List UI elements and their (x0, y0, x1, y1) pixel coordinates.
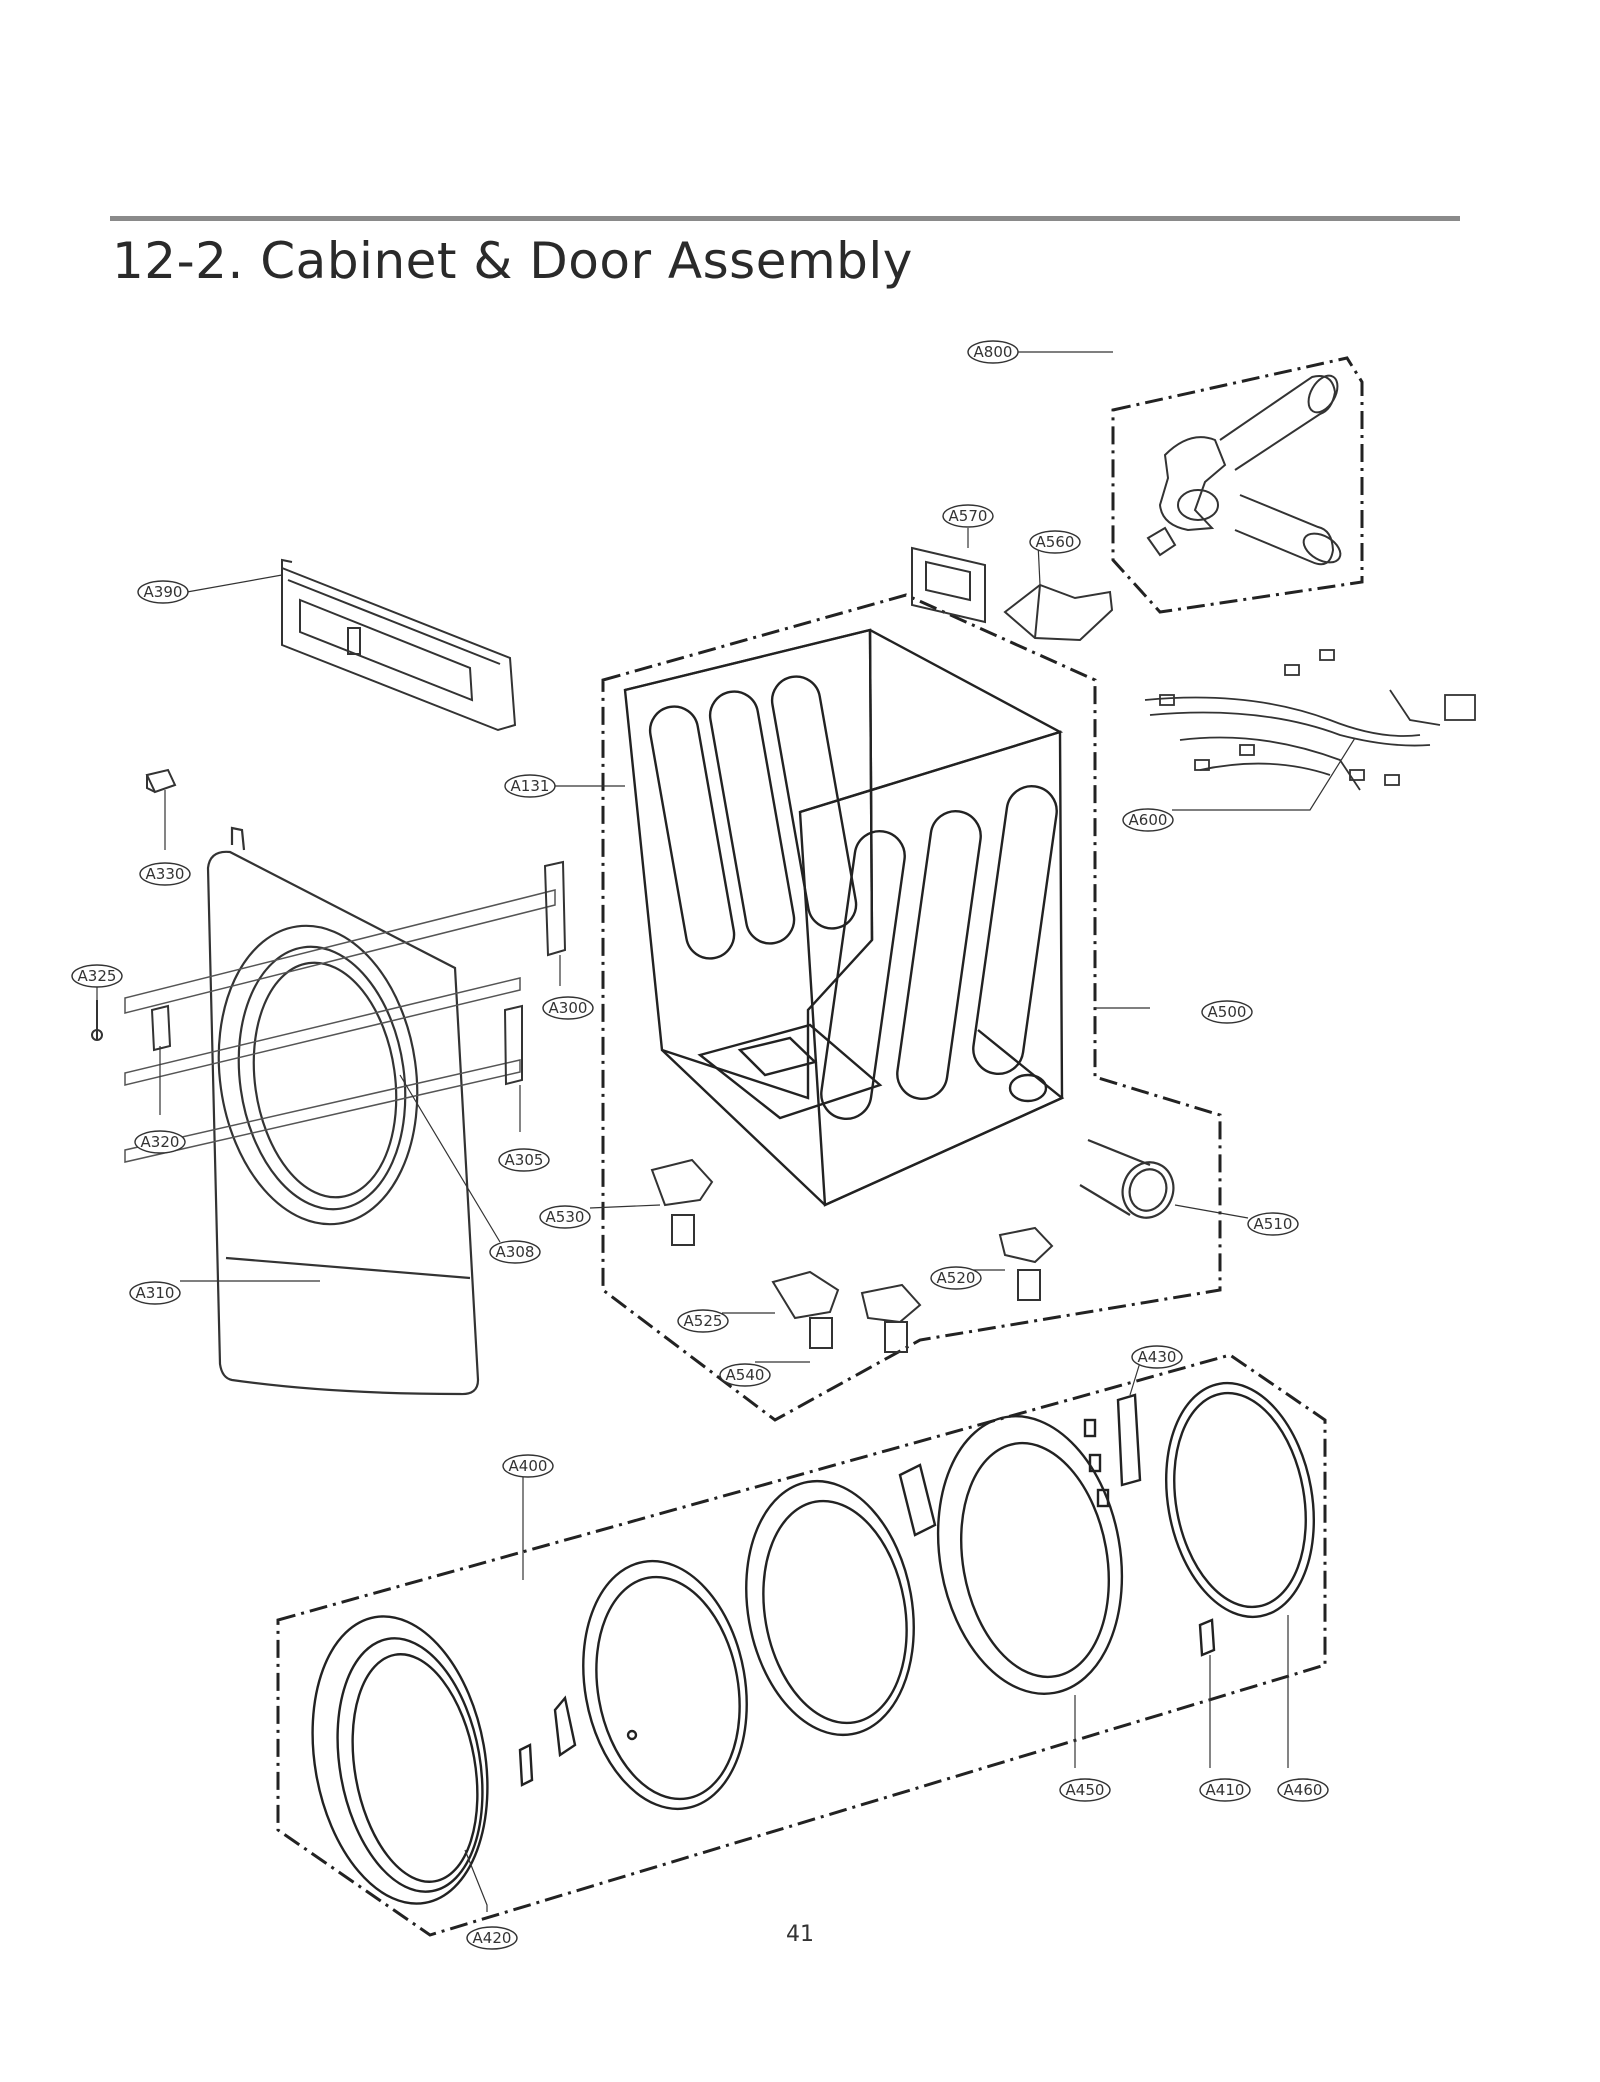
wire-harness-a600 (1144, 649, 1476, 791)
callout-a305: A305 (498, 1148, 550, 1172)
hose-kit-a800 (1146, 374, 1342, 566)
callout-a450: A450 (1059, 1778, 1111, 1802)
outline-a500-group (601, 593, 1222, 1422)
hinge-brackets (150, 860, 567, 1086)
callout-a525: A525 (677, 1309, 729, 1333)
exhaust-duct-a510 (1079, 1138, 1175, 1219)
callout-a420: A420 (466, 1926, 518, 1950)
callout-a320: A320 (134, 1130, 186, 1154)
svg-text:A800: A800 (974, 343, 1013, 361)
clip-a330 (145, 768, 177, 794)
callout-a600: A600 (1122, 808, 1174, 832)
callout-a330: A330 (139, 862, 191, 886)
callout-a410: A410 (1199, 1778, 1251, 1802)
callout-a430: A430 (1131, 1345, 1183, 1369)
svg-text:A320: A320 (141, 1133, 180, 1151)
svg-text:A420: A420 (473, 1929, 512, 1947)
outline-a800-group (1111, 356, 1364, 614)
callout-a570: A570 (942, 504, 994, 528)
svg-text:A131: A131 (511, 777, 550, 795)
callout-a400: A400 (502, 1454, 554, 1478)
control-bracket-a390 (281, 558, 517, 732)
callout-a520: A520 (930, 1266, 982, 1290)
svg-text:A600: A600 (1129, 811, 1168, 829)
svg-text:A450: A450 (1066, 1781, 1105, 1799)
svg-text:A525: A525 (684, 1312, 723, 1330)
page-number: 41 (786, 1922, 814, 1947)
callout-a530: A530 (539, 1205, 591, 1229)
svg-text:A430: A430 (1138, 1348, 1177, 1366)
svg-text:A560: A560 (1036, 533, 1075, 551)
door-parts (311, 1381, 1316, 1905)
svg-text:A305: A305 (505, 1151, 544, 1169)
callout-a308: A308 (489, 1240, 541, 1264)
svg-text:A500: A500 (1208, 1003, 1247, 1021)
duct-a560 (1003, 583, 1114, 642)
callout-a540: A540 (719, 1363, 771, 1387)
svg-text:A390: A390 (144, 583, 183, 601)
svg-text:A410: A410 (1206, 1781, 1245, 1799)
svg-text:A330: A330 (146, 865, 185, 883)
svg-text:A308: A308 (496, 1243, 535, 1261)
page-title: 12-2. Cabinet & Door Assembly (112, 232, 913, 290)
callout-a510: A510 (1247, 1212, 1299, 1236)
outline-a400-group (276, 1353, 1327, 1937)
svg-text:A510: A510 (1254, 1215, 1293, 1233)
callout-a131: A131 (504, 774, 556, 798)
callout-a390: A390 (137, 580, 189, 604)
svg-text:A325: A325 (78, 967, 117, 985)
callout-a325: A325 (71, 964, 123, 988)
screw-a325 (91, 1000, 103, 1041)
bracket-a570 (911, 546, 986, 624)
cabinet-a131 (623, 628, 1065, 1207)
group-outlines (276, 356, 1364, 1937)
leader-lines (96, 351, 1356, 1912)
front-panel-a310 (206, 826, 480, 1396)
svg-text:A300: A300 (549, 999, 588, 1017)
svg-text:A530: A530 (546, 1208, 585, 1226)
callout-a460: A460 (1277, 1778, 1329, 1802)
leveling-feet (650, 1158, 1054, 1353)
callouts: A800 A570 A560 A390 A131 A600 A330 A325 (71, 340, 1329, 1950)
callout-a500: A500 (1201, 1000, 1253, 1024)
callout-a310: A310 (129, 1281, 181, 1305)
title-rule (110, 216, 1460, 221)
callout-a800: A800 (967, 340, 1019, 364)
svg-text:A460: A460 (1284, 1781, 1323, 1799)
callout-a300: A300 (542, 996, 594, 1020)
svg-text:A400: A400 (509, 1457, 548, 1475)
svg-text:A310: A310 (136, 1284, 175, 1302)
svg-text:A540: A540 (726, 1366, 765, 1384)
callout-a560: A560 (1029, 530, 1081, 554)
svg-text:A570: A570 (949, 507, 988, 525)
rails (124, 889, 556, 1163)
svg-text:A520: A520 (937, 1269, 976, 1287)
